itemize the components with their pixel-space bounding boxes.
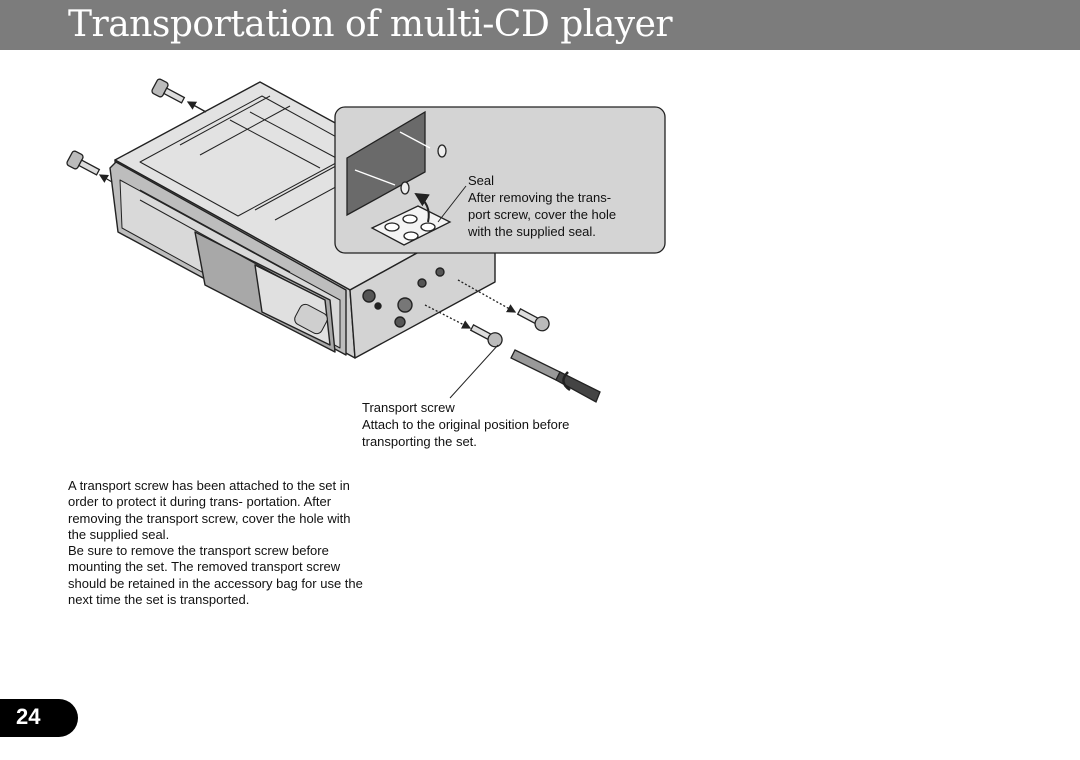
transport-screw-text-line: transporting the set.	[362, 434, 477, 449]
body-paragraph: A transport screw has been attached to t…	[68, 478, 351, 542]
transport-screw-leader	[449, 344, 499, 399]
cd-player-illustration	[66, 78, 666, 403]
side-screws	[424, 279, 550, 348]
seal-label: Seal	[468, 173, 495, 188]
body-text: A transport screw has been attached to t…	[68, 478, 368, 608]
top-left-screws	[66, 78, 207, 183]
page-number-tab: 24	[0, 699, 78, 737]
seal-text-line: with the supplied seal.	[468, 224, 596, 239]
page-title: Transportation of multi-CD player	[68, 4, 673, 45]
transport-screw-text-line: Attach to the original position before	[362, 417, 570, 432]
seal-inset	[334, 106, 666, 254]
screwdriver	[510, 349, 601, 403]
transport-screw-label: Transport screw	[362, 400, 455, 415]
seal-text-line: After removing the trans-	[468, 190, 612, 205]
page-number: 24	[16, 704, 41, 729]
seal-callout: Seal After removing the trans- port scre…	[468, 172, 616, 240]
body-paragraph: Be sure to remove the transport screw be…	[68, 543, 363, 608]
header-bar: Transportation of multi-CD player	[0, 0, 1080, 50]
transport-screw-callout: Transport screw Attach to the original p…	[362, 399, 569, 450]
seal-text-line: port screw, cover the hole	[468, 207, 617, 222]
